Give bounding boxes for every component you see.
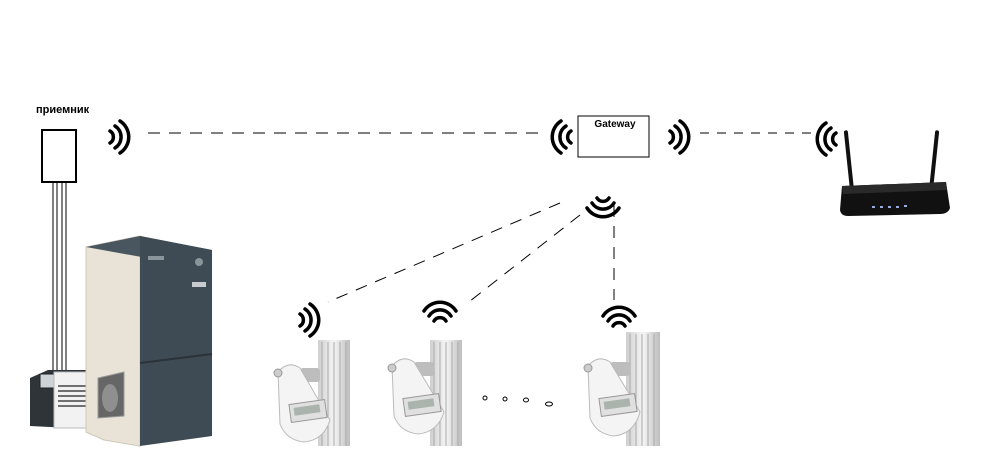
receiver-box-icon bbox=[41, 129, 77, 372]
wireless-signal-icon bbox=[108, 119, 131, 155]
radiator-group-2 bbox=[387, 340, 462, 446]
radiator-icon bbox=[430, 340, 462, 446]
wireless-signals bbox=[108, 119, 838, 338]
link-gateway-thermostat-2 bbox=[464, 214, 581, 306]
wireless-signal-icon bbox=[815, 121, 838, 157]
radiator-thermostat-icon bbox=[387, 358, 445, 435]
gateway-label: Gateway bbox=[594, 119, 636, 130]
wireless-signal-icon bbox=[585, 196, 621, 219]
link-gateway-thermostat-1 bbox=[327, 202, 561, 303]
wireless-signal-icon bbox=[550, 119, 573, 155]
radiator-thermostat-icon bbox=[273, 364, 331, 443]
wifi-router-icon bbox=[840, 130, 950, 216]
ellipsis-dots bbox=[482, 395, 553, 407]
wireless-signal-icon bbox=[668, 119, 691, 155]
radiator-thermostat-icon bbox=[583, 358, 641, 437]
pellet-boiler-icon bbox=[85, 235, 213, 447]
wireless-signal-icon bbox=[422, 300, 458, 323]
gateway-box-icon bbox=[577, 115, 650, 158]
radiator-group-1 bbox=[273, 340, 350, 446]
wireless-signal-icon bbox=[601, 305, 637, 328]
radiator-group-3 bbox=[583, 332, 660, 446]
connection-lines bbox=[148, 132, 815, 306]
receiver-label: приемник bbox=[36, 104, 90, 116]
wireless-signal-icon bbox=[298, 302, 321, 338]
